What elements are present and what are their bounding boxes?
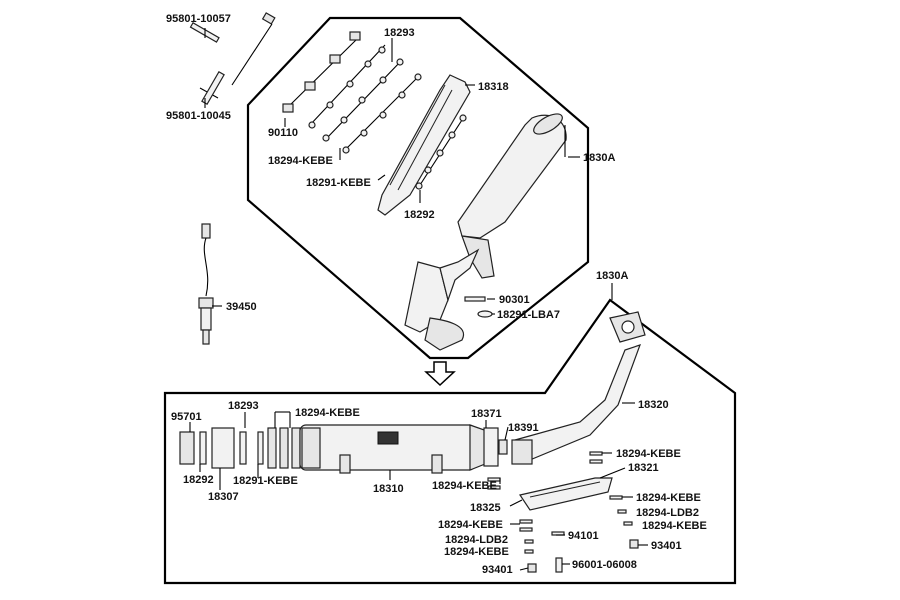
- label-18294-ldb2-l: 18294-LDB2: [445, 534, 508, 546]
- label-18325: 18325: [470, 502, 501, 514]
- leader-lines: [189, 28, 648, 571]
- label-18391: 18391: [508, 422, 539, 434]
- label-95801-10045: 95801-10045: [166, 110, 231, 122]
- studs-and-gaskets-set: [282, 31, 422, 154]
- label-96001-06008: 96001-06008: [572, 559, 637, 571]
- label-93401-l: 93401: [482, 564, 513, 576]
- label-18293-bottom: 18293: [228, 400, 259, 412]
- endcap-parts: [179, 427, 301, 469]
- label-18294-kebe-top: 18294-KEBE: [268, 155, 333, 167]
- label-1830A-bottom: 1830A: [596, 270, 628, 282]
- bolt-90301: [464, 296, 493, 318]
- label-18291-kebe-top: 18291-KEBE: [306, 177, 371, 189]
- label-90110: 90110: [268, 127, 298, 139]
- lower-assembly-frame: [163, 298, 737, 585]
- label-95801-10057: 95801-10057: [166, 13, 231, 25]
- label-18320: 18320: [638, 399, 669, 411]
- heat-shield-18321: [519, 477, 613, 511]
- label-18294-kebe-r1: 18294-KEBE: [616, 448, 681, 460]
- label-18371: 18371: [471, 408, 502, 420]
- muffler-assembly-1830A: [404, 113, 567, 351]
- label-90301: 90301: [499, 294, 530, 306]
- header-pipe-18320: [511, 311, 646, 465]
- oxygen-sensor-39450: [198, 223, 214, 345]
- label-18310: 18310: [373, 483, 404, 495]
- small-bolts-lower: [487, 451, 639, 573]
- label-18293-top: 18293: [384, 27, 415, 39]
- label-18294-kebe-muff: 18294-KEBE: [295, 407, 360, 419]
- label-18294-kebe-r3: 18294-KEBE: [642, 520, 707, 532]
- down-arrow-icon: [424, 361, 456, 387]
- label-18294-kebe-l2: 18294-KEBE: [444, 546, 509, 558]
- label-18291-kebe-bottom: 18291-KEBE: [233, 475, 298, 487]
- label-18318: 18318: [478, 81, 509, 93]
- label-18294-kebe-mid: 18294-KEBE: [432, 480, 497, 492]
- label-95701: 95701: [171, 411, 202, 423]
- label-18307: 18307: [208, 491, 239, 503]
- label-18321: 18321: [628, 462, 659, 474]
- label-1830A-top: 1830A: [583, 152, 615, 164]
- gasket-set-18292: [415, 114, 467, 190]
- label-94101: 94101: [568, 530, 599, 542]
- label-18292-bottom: 18292: [183, 474, 214, 486]
- label-93401-r: 93401: [651, 540, 682, 552]
- muffler-body-18310: [299, 424, 491, 474]
- heat-shield-18318: [377, 74, 471, 216]
- label-18294-kebe-r2: 18294-KEBE: [636, 492, 701, 504]
- upper-assembly-frame: [246, 16, 590, 360]
- callout-labels: 95801-10057 95801-10045 18293 18318 9011…: [166, 13, 707, 576]
- label-18291-lba7: 18291-LBA7: [497, 309, 560, 321]
- label-18292-top: 18292: [404, 209, 435, 221]
- clamp-18371: [483, 427, 508, 467]
- label-18294-kebe-l1: 18294-KEBE: [438, 519, 503, 531]
- label-39450: 39450: [226, 301, 257, 313]
- label-18294-ldb2-r: 18294-LDB2: [636, 507, 699, 519]
